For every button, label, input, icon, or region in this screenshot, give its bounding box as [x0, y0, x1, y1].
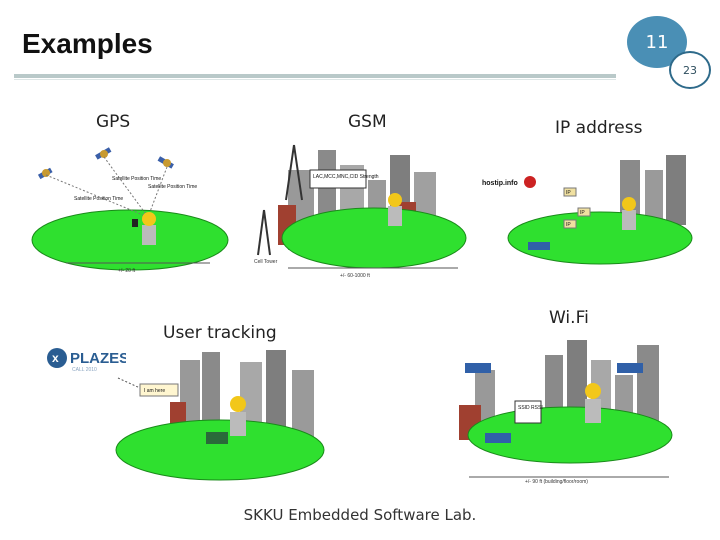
- user-tracking-callout: I am here: [144, 388, 165, 394]
- user-tracking-label: User tracking: [163, 323, 277, 343]
- ip-address-label: IP address: [555, 118, 643, 138]
- gps-label: GPS: [96, 112, 131, 132]
- lego-figure-icon: [585, 383, 601, 423]
- gsm-scene: LAC,MCC,MNC,CID Strength Cell Tower +/- …: [248, 140, 478, 289]
- wifi-router-icon: [617, 363, 643, 373]
- lego-figure-icon: [230, 396, 246, 436]
- laptop-icon: [206, 432, 228, 444]
- lego-figure-icon: [132, 212, 156, 245]
- gps-callout-2: Satellite Position Time: [148, 184, 197, 190]
- ip-tag-3: IP: [566, 222, 571, 228]
- gps-distance: +/- 20 ft: [118, 268, 136, 274]
- plazes-logo: x PLAZES CALL 2010: [46, 345, 129, 375]
- wifi-router-icon: [485, 433, 511, 443]
- satellite-icon: [95, 147, 112, 160]
- cell-tower-icon: [257, 209, 271, 256]
- gsm-tower-label: Cell Tower: [254, 259, 278, 265]
- gsm-label: GSM: [348, 112, 387, 132]
- wifi-label: Wi.Fi: [549, 308, 589, 328]
- gsm-distance: +/- 60-1000 ft: [340, 273, 370, 279]
- ip-tag-1: IP: [566, 190, 571, 196]
- router-icon: [528, 242, 550, 250]
- lego-figure-icon: [622, 197, 636, 230]
- gsm-callout: LAC,MCC,MNC,CID Strength: [313, 174, 379, 180]
- svg-text:PLAZES: PLAZES: [70, 350, 126, 367]
- title-underline: [14, 74, 616, 78]
- title-underline-thin: [14, 79, 616, 80]
- footer-text: SKKU Embedded Software Lab.: [243, 506, 477, 524]
- wifi-scene: SSID RSSI +/- 90 ft (building/floor/room…: [455, 335, 680, 489]
- lego-figure-icon: [388, 193, 402, 226]
- satellite-icon: [157, 156, 174, 169]
- wifi-distance: +/- 90 ft (building/floor/room): [525, 479, 588, 485]
- wifi-callout: SSID RSSI: [518, 405, 543, 411]
- ground-disc: [115, 419, 325, 481]
- server-icon: [524, 176, 536, 188]
- ground-disc: [31, 209, 229, 271]
- gps-scene: Satellite Position Time Satellite Positi…: [30, 145, 229, 279]
- svg-text:CALL 2010: CALL 2010: [72, 367, 97, 373]
- gps-callout-1: Satellite Position Time: [112, 176, 161, 182]
- ip-site-name: hostip.info: [482, 180, 518, 187]
- cell-tower-icon: [285, 144, 303, 201]
- ground-disc: [507, 211, 693, 265]
- ip-address-scene: hostip.info IP IP IP: [480, 150, 700, 274]
- svg-text:x: x: [52, 351, 59, 365]
- total-pages-badge: 23: [669, 51, 711, 89]
- wifi-router-icon: [465, 363, 491, 373]
- user-tracking-scene: I am here: [110, 340, 330, 484]
- satellite-icon: [37, 167, 53, 180]
- ip-tag-2: IP: [580, 210, 585, 216]
- page-number-badge: 11: [627, 16, 687, 68]
- ground-disc: [281, 207, 467, 269]
- gps-callout-3: Satellite Position Time: [74, 196, 123, 202]
- slide-title: Examples: [22, 28, 153, 59]
